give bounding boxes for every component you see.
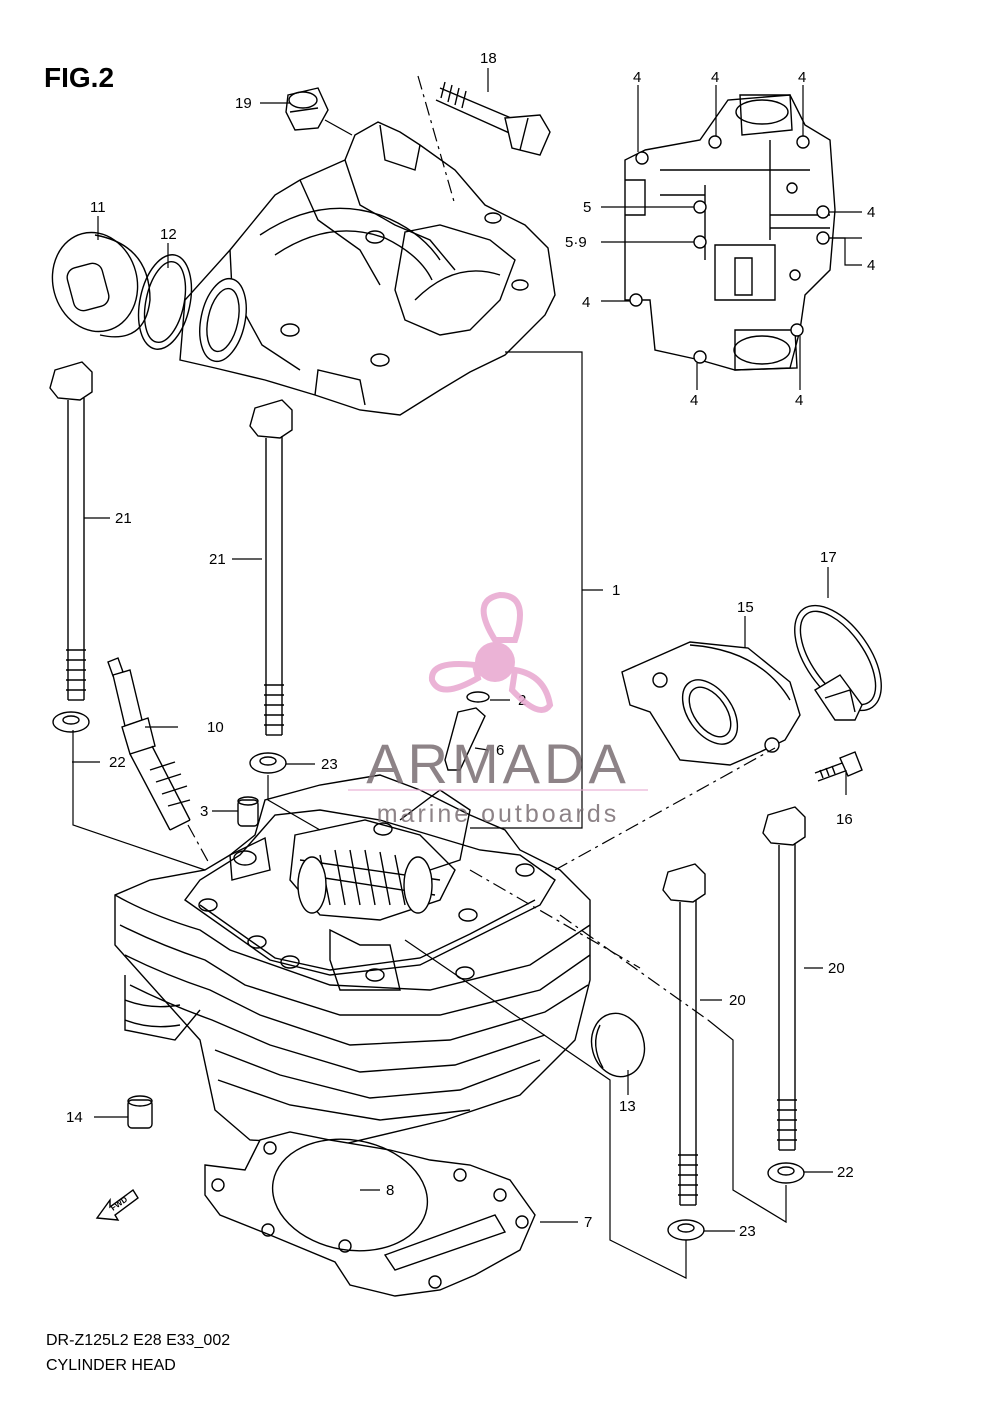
callout-3: 3 <box>200 803 208 820</box>
diagram-caption: CYLINDER HEAD <box>46 1357 176 1374</box>
leader-4-e <box>829 237 862 266</box>
cylinder-head-cover <box>179 121 556 416</box>
rocker-cover-gasket <box>624 94 836 371</box>
callout-16: 16 <box>836 811 853 828</box>
cylinder-head-gasket-7 <box>204 1131 536 1297</box>
callout-8: 8 <box>386 1182 394 1199</box>
screw-16 <box>814 751 863 782</box>
bolt-18 <box>435 81 551 156</box>
dowel-pin-3 <box>237 796 259 827</box>
washer-22-left <box>52 711 90 733</box>
callout-15: 15 <box>737 599 754 616</box>
callout-20-center: 20 <box>729 992 746 1009</box>
callout-5-9: 5·9 <box>565 234 587 251</box>
cap-13 <box>590 1012 646 1078</box>
stud-bolt-20-right <box>762 806 806 1151</box>
valve-guide-6 <box>444 707 486 771</box>
model-code: DR-Z125L2 E28 E33_002 <box>46 1332 231 1349</box>
callout-22-left: 22 <box>109 754 126 771</box>
callout-12: 12 <box>160 226 177 243</box>
watermark-brand: ARMADA <box>366 732 630 795</box>
nut-19 <box>285 87 353 136</box>
washer-22-right <box>767 1162 805 1184</box>
callout-20-right: 20 <box>828 960 845 977</box>
washer-23-left <box>249 752 287 774</box>
callout-1: 1 <box>612 582 620 599</box>
callout-leaders <box>84 68 862 1232</box>
assembly-lines <box>72 351 787 1279</box>
o-ring-12 <box>137 254 193 350</box>
callout-4-d: 4 <box>867 204 875 221</box>
callout-21-left: 21 <box>115 510 132 527</box>
callout-22-right: 22 <box>837 1164 854 1181</box>
clamp-17 <box>794 604 882 721</box>
armada-watermark: ARMADA marine outboards <box>348 591 648 828</box>
callout-4-c: 4 <box>798 69 806 86</box>
callout-4-a: 4 <box>633 69 641 86</box>
dowel-pin-14 <box>127 1095 153 1129</box>
callout-10: 10 <box>207 719 224 736</box>
callout-7: 7 <box>584 1214 592 1231</box>
callout-11: 11 <box>90 199 106 216</box>
bolt-18-dash <box>417 75 456 206</box>
callout-17: 17 <box>820 549 837 566</box>
callout-4-g: 4 <box>690 392 698 409</box>
fwd-arrow-icon: FWD <box>95 1188 139 1221</box>
callout-21-center: 21 <box>209 551 226 568</box>
intake-pipe-15 <box>621 641 801 766</box>
callout-19: 19 <box>235 95 252 112</box>
stud-bolt-21-center <box>249 399 293 736</box>
callout-23-left: 23 <box>321 756 338 773</box>
callout-4-f: 4 <box>582 294 590 311</box>
callout-18: 18 <box>480 50 497 67</box>
propeller-logo-icon <box>429 591 554 713</box>
callout-6: 6 <box>496 742 504 759</box>
callout-23-right: 23 <box>739 1223 756 1240</box>
stud-bolt-20-center <box>662 863 706 1206</box>
callout-13: 13 <box>619 1098 636 1115</box>
spark-plug-10 <box>107 657 191 831</box>
callout-4-b: 4 <box>711 69 719 86</box>
washer-23-right <box>667 1219 705 1241</box>
stud-bolt-21-left <box>49 361 93 701</box>
watermark-tagline: marine outboards <box>377 800 620 828</box>
callout-5: 5 <box>583 199 591 216</box>
callout-4-h: 4 <box>795 392 803 409</box>
callout-14: 14 <box>66 1109 83 1126</box>
callout-4-e: 4 <box>867 257 875 274</box>
cylinder-head <box>114 774 591 1146</box>
clip-2 <box>466 691 490 703</box>
figure-title: FIG.2 <box>44 62 115 93</box>
cap-11 <box>51 231 151 338</box>
